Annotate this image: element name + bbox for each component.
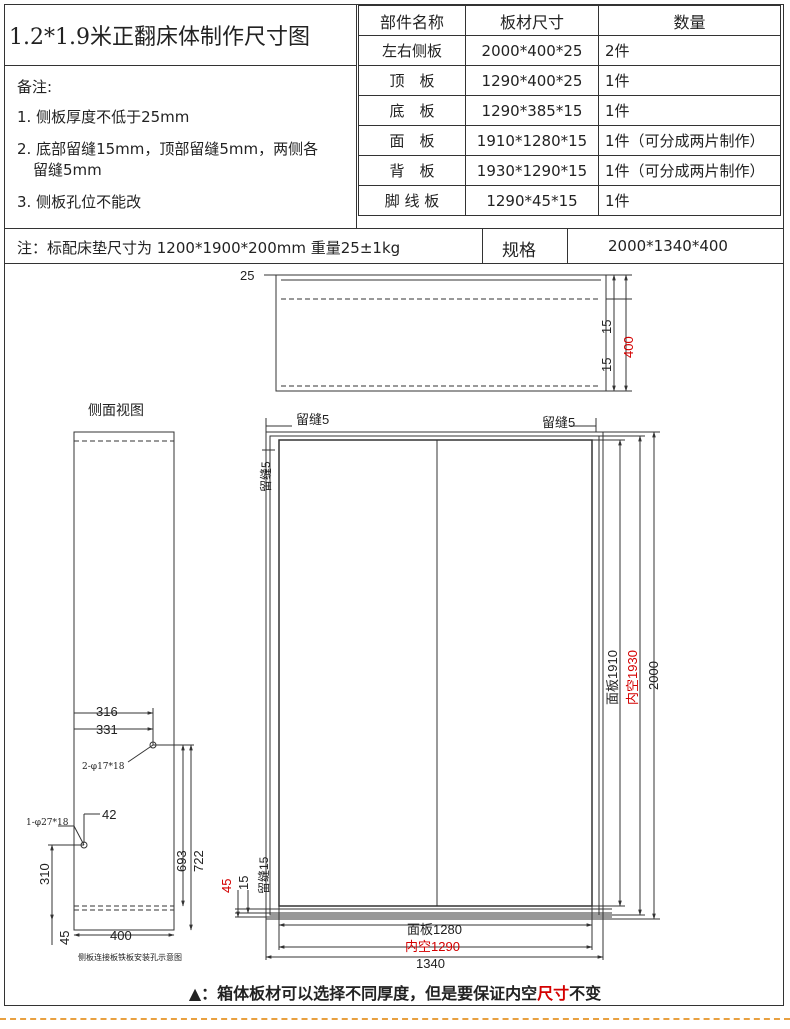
part-qty: 1件 bbox=[598, 185, 781, 216]
note-line-3: 3. 侧板孔位不能改 bbox=[17, 193, 142, 211]
part-size: 1290*400*25 bbox=[465, 65, 599, 96]
spec-row: 注：标配床垫尺寸为 1200*1900*200mm 重量25±1kg 规格 20… bbox=[5, 228, 784, 264]
note-line-2-cont: 留缝5mm bbox=[33, 161, 102, 179]
table-header-row: 部件名称 板材尺寸 数量 bbox=[358, 5, 781, 36]
table-row: 脚 线 板 1290*45*15 1件 bbox=[358, 185, 781, 216]
part-qty: 1件 bbox=[598, 65, 781, 96]
part-size: 1290*385*15 bbox=[465, 95, 599, 126]
col-header-qty: 数量 bbox=[598, 5, 781, 36]
table-row: 左右侧板 2000*400*25 2件 bbox=[358, 35, 781, 66]
divider bbox=[567, 229, 568, 263]
divider bbox=[482, 229, 483, 263]
part-size: 1930*1290*15 bbox=[465, 155, 599, 186]
parts-table: 部件名称 板材尺寸 数量 左右侧板 2000*400*25 2件 顶 板 129… bbox=[358, 5, 781, 216]
footer-note: ▲：箱体板材可以选择不同厚度，但是要保证内空尺寸不变 bbox=[0, 980, 790, 1004]
sheet-frame bbox=[4, 4, 784, 1006]
footer-suffix: 不变 bbox=[569, 984, 602, 1003]
bottom-dashed-divider bbox=[0, 1018, 790, 1020]
table-row: 背 板 1930*1290*15 1件（可分成两片制作） bbox=[358, 155, 781, 186]
page-title: 1.2*1.9米正翻床体制作尺寸图 bbox=[5, 5, 357, 66]
part-size: 1910*1280*15 bbox=[465, 125, 599, 156]
col-header-name: 部件名称 bbox=[358, 5, 466, 36]
footer-highlight: 尺寸 bbox=[537, 984, 570, 1003]
col-header-size: 板材尺寸 bbox=[465, 5, 599, 36]
notes-header: 备注: bbox=[17, 78, 53, 96]
table-row: 底 板 1290*385*15 1件 bbox=[358, 95, 781, 126]
spec-value: 2000*1340*400 bbox=[608, 237, 728, 255]
part-name: 左右侧板 bbox=[358, 35, 466, 66]
footer-prefix: ▲：箱体板材可以选择不同厚度，但是要保证内空 bbox=[188, 984, 538, 1003]
part-name: 面 板 bbox=[358, 125, 466, 156]
notes-panel: 备注: 1. 侧板厚度不低于25mm 2. 底部留缝15mm，顶部留缝5mm，两… bbox=[5, 66, 357, 228]
part-size: 1290*45*15 bbox=[465, 185, 599, 216]
mattress-note: 注：标配床垫尺寸为 1200*1900*200mm 重量25±1kg bbox=[17, 239, 401, 257]
table-row: 面 板 1910*1280*15 1件（可分成两片制作） bbox=[358, 125, 781, 156]
part-size: 2000*400*25 bbox=[465, 35, 599, 66]
part-name: 顶 板 bbox=[358, 65, 466, 96]
part-qty: 1件 bbox=[598, 95, 781, 126]
part-qty: 1件（可分成两片制作） bbox=[598, 125, 781, 156]
part-qty: 2件 bbox=[598, 35, 781, 66]
note-line-1: 1. 侧板厚度不低于25mm bbox=[17, 108, 190, 126]
table-row: 顶 板 1290*400*25 1件 bbox=[358, 65, 781, 96]
part-name: 脚 线 板 bbox=[358, 185, 466, 216]
part-qty: 1件（可分成两片制作） bbox=[598, 155, 781, 186]
spec-label: 规格 bbox=[502, 241, 536, 261]
part-name: 底 板 bbox=[358, 95, 466, 126]
part-name: 背 板 bbox=[358, 155, 466, 186]
note-line-2: 2. 底部留缝15mm，顶部留缝5mm，两侧各 bbox=[17, 140, 319, 158]
